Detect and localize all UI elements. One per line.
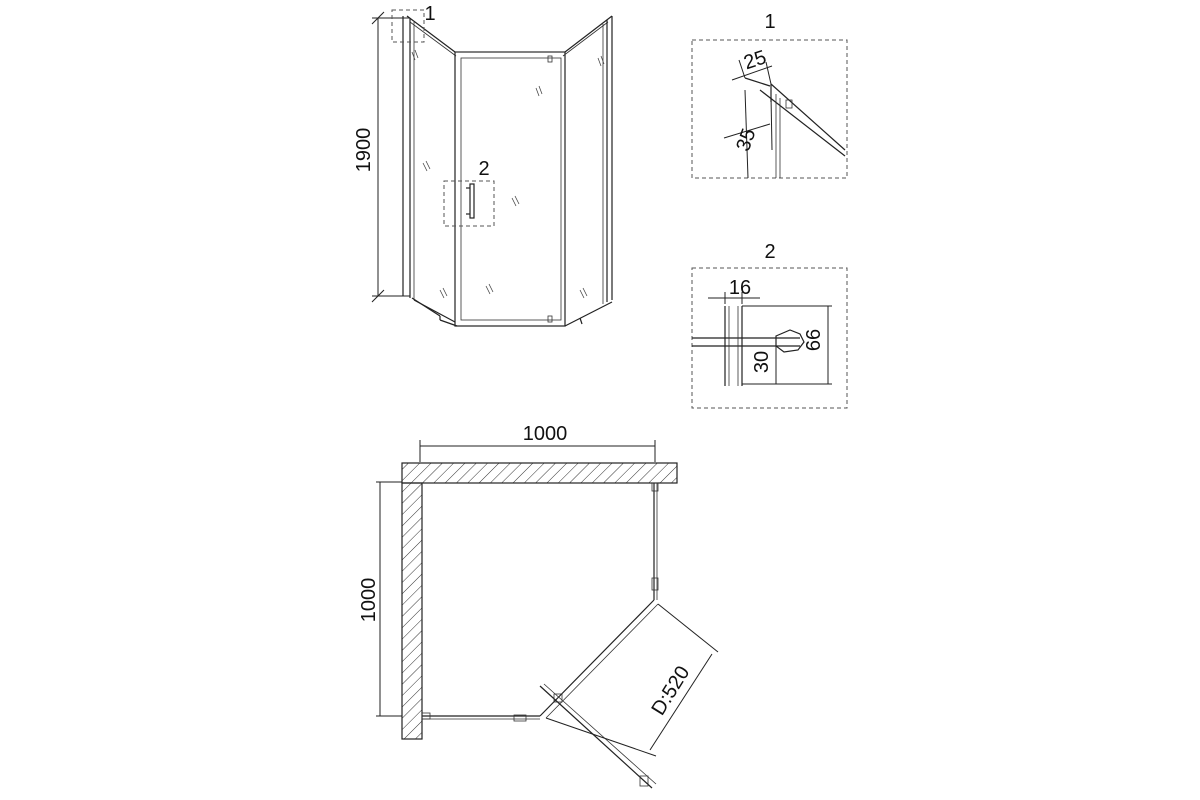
plan-view: 1000 1000 D:520 xyxy=(358,423,719,789)
detail-1-view: 1 25 35 xyxy=(691,11,848,179)
callout-2-marker: 2 xyxy=(443,158,495,227)
callout-2-label: 2 xyxy=(478,158,489,180)
detail-1-title: 1 xyxy=(764,11,775,33)
right-side-panel xyxy=(562,15,613,327)
front-elevation-view: 1900 xyxy=(353,3,613,327)
detail-2-title: 2 xyxy=(764,241,775,263)
wall-left xyxy=(401,482,423,740)
callout-1-marker: 1 xyxy=(391,3,436,43)
central-door-panel xyxy=(454,51,566,327)
detail-1-dim-a: 25 xyxy=(741,46,769,74)
wall-top xyxy=(401,462,678,484)
detail-2-dim-width: 16 xyxy=(729,277,751,299)
plan-depth-label: 1000 xyxy=(358,578,380,623)
detail-2-dim-height: 66 xyxy=(803,329,825,351)
plan-door-label: D:520 xyxy=(647,662,694,719)
detail-1-dim-b: 35 xyxy=(732,126,760,154)
height-dimension: 1900 xyxy=(353,11,410,303)
door-handle xyxy=(466,183,475,219)
height-label: 1900 xyxy=(353,128,375,173)
plan-width-label: 1000 xyxy=(523,423,568,445)
detail-2-view: 2 16 66 30 xyxy=(691,241,848,409)
detail-2-dim-handle: 30 xyxy=(751,351,773,373)
callout-1-label: 1 xyxy=(424,3,435,25)
left-side-panel xyxy=(402,15,458,327)
